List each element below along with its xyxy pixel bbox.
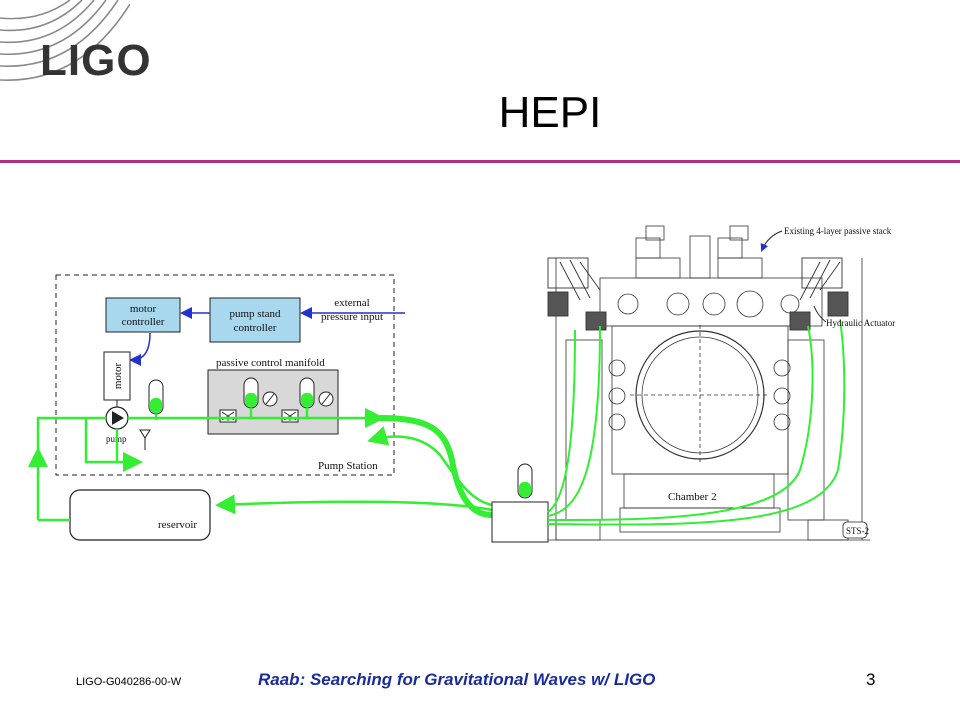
hepi-diagram: motor controller pump stand controller e… xyxy=(28,225,895,543)
pump-stand-controller-label-1: pump stand xyxy=(229,308,281,320)
actuator-left xyxy=(547,257,607,331)
sts-label: STS-2 xyxy=(846,526,869,536)
actuator-right xyxy=(789,257,849,331)
motor-controller-label-1: motor xyxy=(130,303,157,315)
pump-stand-controller-box xyxy=(209,297,301,343)
slide-title: HEPI xyxy=(498,88,602,137)
title-underline xyxy=(0,160,960,163)
motor-controller-label-2: controller xyxy=(122,316,165,328)
chamber-drawing xyxy=(548,225,870,541)
pump-station-boundary xyxy=(55,274,395,476)
pump-station-label: Pump Station xyxy=(318,460,378,472)
motor-drive-arrow xyxy=(129,332,151,366)
motor-box xyxy=(103,351,131,401)
page-number: 3 xyxy=(866,670,876,689)
hydraulic-actuator-label: Hydraulic Actuator xyxy=(826,318,895,328)
chamber-label: Chamber 2 xyxy=(668,491,717,503)
external-input-label-1: external xyxy=(334,297,369,309)
motor-label: motor xyxy=(112,363,124,390)
reservoir-tank xyxy=(69,489,211,541)
reservoir-label: reservoir xyxy=(158,519,197,531)
supply-line xyxy=(379,415,493,518)
return-line xyxy=(367,426,493,507)
pump-stand-controller-label-2: controller xyxy=(234,322,277,334)
ligo-logo-arcs xyxy=(0,0,130,81)
ligo-logo: LIGO xyxy=(40,36,152,85)
document-id: LIGO-G040286-00-W xyxy=(76,676,182,688)
footer-title: Raab: Searching for Gravitational Waves … xyxy=(258,670,656,689)
return-to-reservoir xyxy=(215,494,493,515)
manifold-label: passive control manifold xyxy=(216,357,325,369)
passive-stack-label: Existing 4-layer passive stack xyxy=(784,226,892,236)
external-input-label-2: pressure input xyxy=(321,311,383,323)
junction-box xyxy=(491,501,549,543)
